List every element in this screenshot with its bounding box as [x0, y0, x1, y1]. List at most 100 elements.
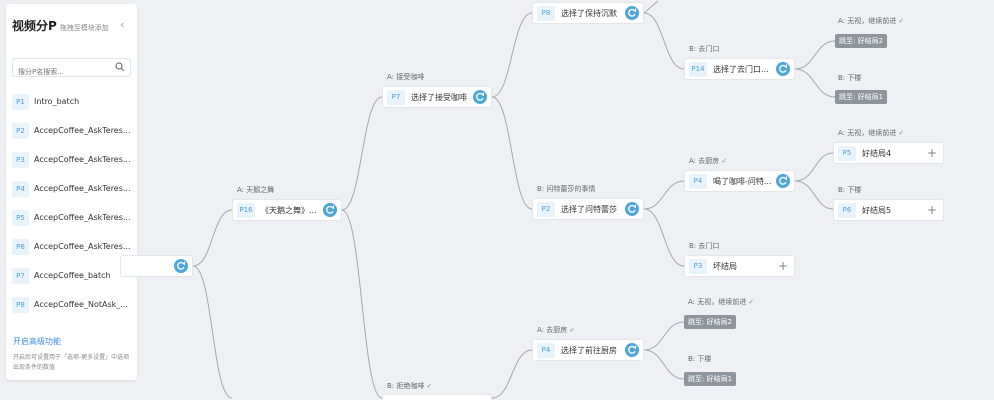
segment-badge: P8 — [12, 296, 29, 313]
node-p4-coffee[interactable]: P4 喝了咖啡-问特... — [684, 170, 795, 192]
node-badge: P5 — [838, 145, 856, 161]
node-p14[interactable]: P14 选择了去门口... — [684, 58, 795, 80]
node-title: 选择了问特蕾莎 — [561, 204, 617, 214]
choice-label: A: 去厨房✓ — [689, 156, 727, 166]
list-item[interactable]: P4 AccepCoffee_AskTeres... — [12, 174, 137, 203]
node-title: 选择了前往厨房 — [561, 345, 617, 355]
check-icon: ✓ — [426, 382, 433, 390]
refresh-icon[interactable] — [174, 259, 188, 273]
choice-label-text: A: 去厨房 — [689, 157, 720, 165]
choice-label: A: 无视，继续前进✓ — [688, 297, 754, 307]
refresh-icon[interactable] — [625, 202, 639, 216]
segment-badge: P3 — [12, 151, 29, 168]
segment-badge: P4 — [12, 180, 29, 197]
node-title: 坏结局 — [713, 261, 737, 271]
segment-name: AccepCoffee_AskTeres... — [34, 184, 131, 193]
node-refuse-coffee[interactable] — [382, 394, 492, 400]
node-title: 好结局4 — [862, 148, 892, 158]
jump-tag[interactable]: 跳至: 好结局1 — [684, 372, 737, 386]
advanced-features-link[interactable]: 开启高级功能 — [13, 337, 61, 346]
node-badge: P2 — [537, 201, 555, 217]
plus-icon[interactable]: + — [926, 146, 938, 160]
plus-icon[interactable]: + — [926, 203, 938, 217]
node-title: 好结局5 — [862, 205, 892, 215]
refresh-icon[interactable] — [776, 62, 790, 76]
choice-label: B: 去门口 — [689, 45, 720, 53]
choice-label: A: 天鹅之舞 — [237, 186, 275, 194]
jump-tag[interactable]: 跳至: 好结局2 — [835, 34, 888, 48]
node-badge: P7 — [387, 89, 405, 105]
segment-name: AccepCoffee_batch — [34, 271, 111, 280]
check-icon: ✓ — [898, 17, 905, 25]
list-item[interactable]: P8 AccepCoffee_NotAsk_... — [12, 290, 137, 319]
list-item[interactable]: P5 AccepCoffee_AskTeres... — [12, 203, 137, 232]
choice-label-text: A: 无视，继续前进 — [688, 298, 747, 306]
segment-badge: P1 — [12, 93, 29, 110]
node-title: 选择了保持沉默 — [561, 8, 617, 18]
node-badge: P14 — [689, 61, 707, 77]
choice-label: A: 去厨房✓ — [537, 325, 575, 335]
search-input[interactable] — [13, 63, 113, 81]
search-box — [12, 58, 131, 81]
choice-label-text: A: 无视，继续前进 — [838, 129, 897, 137]
sidebar-subtitle: 拖拽至模块添加 — [59, 24, 109, 32]
node-title: 选择了接受咖啡 — [411, 92, 467, 102]
segment-badge: P7 — [12, 267, 29, 284]
sidebar-header: 视频分P 拖拽至模块添加 — [12, 17, 132, 34]
refresh-icon[interactable] — [323, 203, 337, 217]
node-p2[interactable]: P2 选择了问特蕾莎 — [532, 198, 644, 220]
refresh-icon[interactable] — [473, 90, 487, 104]
node-title: 喝了咖啡-问特... — [713, 176, 772, 186]
check-icon: ✓ — [569, 326, 576, 334]
sidebar-title: 视频分P — [12, 19, 57, 33]
check-icon: ✓ — [748, 298, 755, 306]
segment-name: AccepCoffee_AskTeres... — [34, 126, 131, 135]
node-badge: P4 — [689, 173, 707, 189]
jump-tag[interactable]: 跳至: 好结局1 — [835, 90, 888, 104]
choice-label: A: 无视，继续前进✓ — [838, 128, 904, 138]
choice-label-text: A: 无视，继续前进 — [838, 17, 897, 25]
node-title: 选择了去门口... — [713, 64, 769, 74]
jump-tag[interactable]: 跳至: 好结局2 — [684, 315, 737, 329]
choice-label: B: 下楼 — [838, 186, 862, 194]
refresh-icon[interactable] — [625, 343, 639, 357]
refresh-icon[interactable] — [625, 6, 639, 20]
segment-name: AccepCoffee_NotAsk_... — [34, 300, 128, 309]
node-p7[interactable]: P7 选择了接受咖啡 — [382, 86, 492, 108]
node-p6[interactable]: P6 好结局5 + — [833, 199, 944, 221]
choice-label: B: 问特蕾莎的事情 — [537, 185, 596, 193]
advanced-section: 开启高级功能 开启后可设置用于「选项-更多设置」中选项出现条件的数值 — [6, 326, 137, 380]
node-p3[interactable]: P3 坏结局 + — [684, 255, 795, 277]
root-node[interactable] — [120, 255, 193, 277]
list-item[interactable]: P6 AccepCoffee_AskTeres... — [12, 232, 137, 261]
segment-badge: P6 — [12, 238, 29, 255]
choice-label: A: 无视，继续前进✓ — [838, 16, 904, 26]
choice-label-text: A: 去厨房 — [537, 326, 568, 334]
segment-name: AccepCoffee_AskTeres... — [34, 213, 131, 222]
list-item[interactable]: P1 Intro_batch — [12, 87, 137, 116]
segment-badge: P5 — [12, 209, 29, 226]
list-item[interactable]: P7 AccepCoffee_batch — [12, 261, 137, 290]
node-p8[interactable]: P8 选择了保持沉默 — [532, 2, 644, 24]
check-icon: ✓ — [721, 157, 728, 165]
search-icon[interactable] — [115, 62, 125, 72]
choice-label: B: 拒绝咖啡✓ — [387, 381, 432, 391]
choice-label: B: 下楼 — [838, 74, 862, 82]
choice-label-text: B: 拒绝咖啡 — [387, 382, 425, 390]
node-p4-kitchen[interactable]: P4 选择了前往厨房 — [532, 339, 644, 361]
node-badge: P6 — [838, 202, 856, 218]
node-p5[interactable]: P5 好结局4 + — [833, 142, 944, 164]
plus-icon[interactable]: + — [777, 259, 789, 273]
node-p16[interactable]: P16 《天鹅之舞》... — [232, 199, 342, 221]
node-badge: P8 — [537, 5, 555, 21]
segment-name: Intro_batch — [34, 97, 80, 106]
segment-name: AccepCoffee_AskTeres... — [34, 242, 131, 251]
node-title: 《天鹅之舞》... — [261, 205, 317, 215]
advanced-features-description: 开启后可设置用于「选项-更多设置」中选项出现条件的数值 — [13, 354, 130, 371]
collapse-chevron-icon[interactable]: ‹ — [120, 18, 125, 31]
refresh-icon[interactable] — [776, 174, 790, 188]
